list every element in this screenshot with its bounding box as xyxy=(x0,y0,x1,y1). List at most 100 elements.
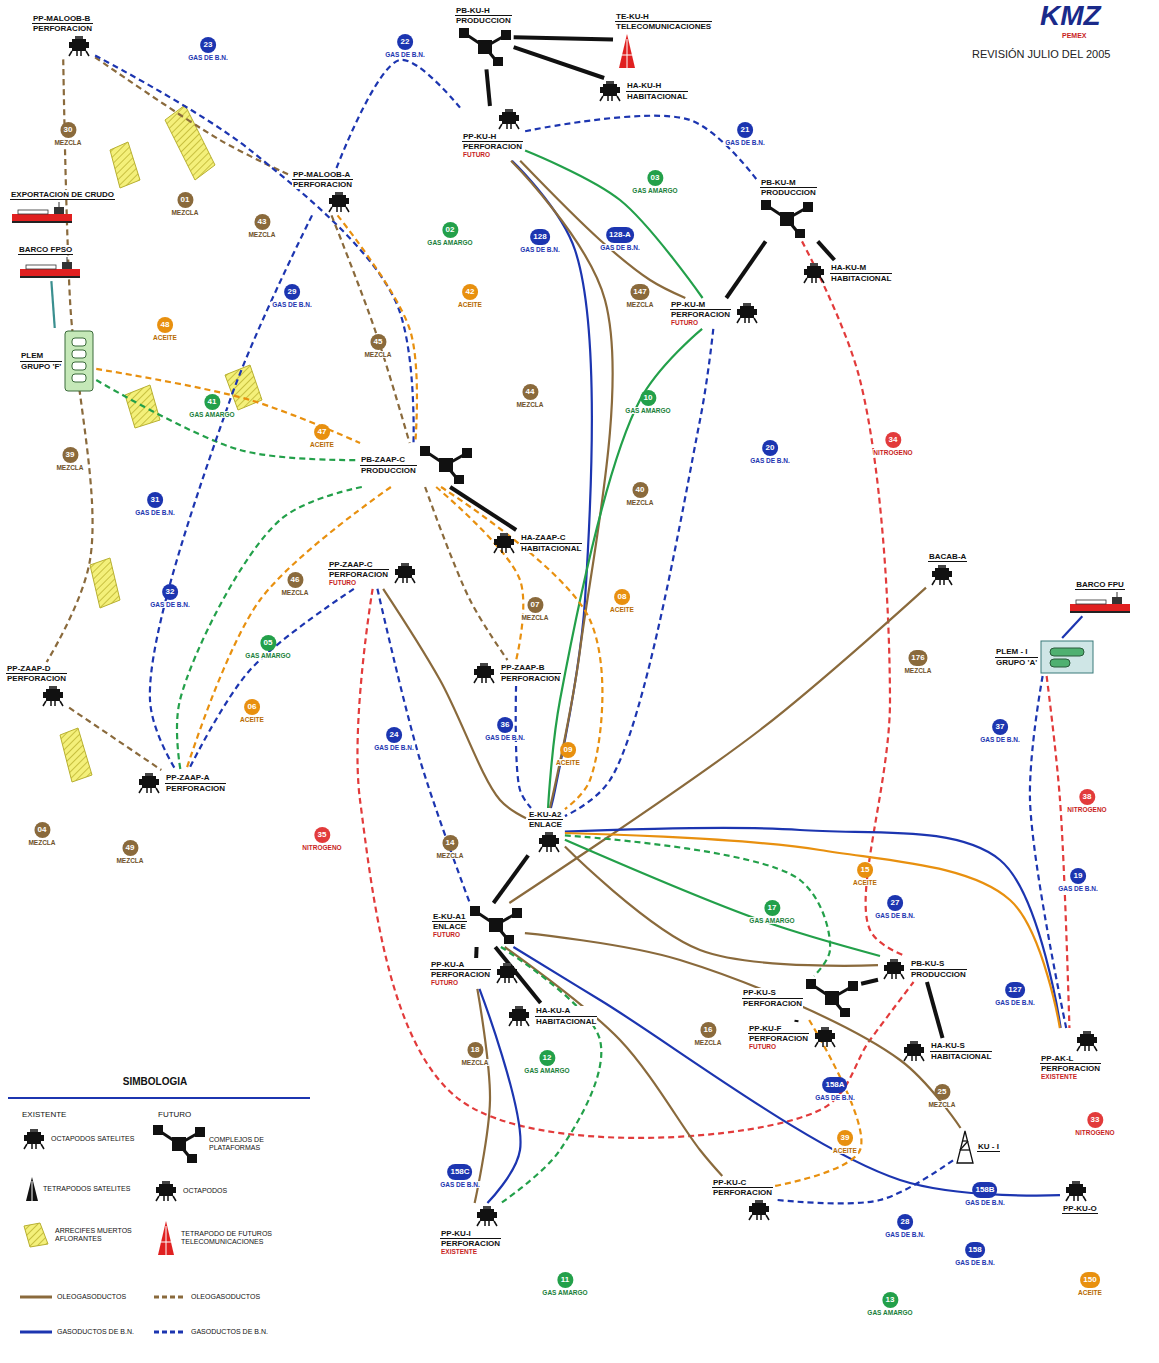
platform-icon xyxy=(493,962,521,984)
platform-icon xyxy=(596,80,624,102)
platform-name: FUTURO xyxy=(462,151,523,158)
legend-item: OCTAPODOS xyxy=(152,1180,227,1202)
pipeline xyxy=(861,980,878,984)
platform: BARCO FPSO xyxy=(18,245,82,279)
reef xyxy=(110,142,140,188)
pipeline xyxy=(565,828,1061,1028)
legend-sample xyxy=(20,1128,48,1150)
platform-name: GRUPO 'F' xyxy=(20,362,62,371)
pipeline xyxy=(1047,676,1070,1028)
platform-name: GRUPO 'A' xyxy=(995,658,1038,667)
legend-item: OCTAPODOS SATELITES xyxy=(20,1128,134,1150)
platform: E-KU-A2ENLACE xyxy=(528,810,563,853)
pipeline xyxy=(525,933,961,1128)
pipeline xyxy=(186,487,391,770)
pipeline-callout: 41GAS AMARGO xyxy=(188,394,235,418)
platform: PB-KU-SPRODUCCION xyxy=(880,958,967,980)
legend-item: ARRECIFES MUERTOS AFLORANTES xyxy=(18,1222,150,1248)
platform-name: HA-KU-A xyxy=(535,1006,597,1016)
pipeline-service: GAS AMARGO xyxy=(748,917,795,924)
pipeline xyxy=(383,589,526,818)
platform-name: PP-MALOOB-B xyxy=(32,14,93,24)
pipeline-service: ACEITE xyxy=(555,759,581,766)
platform-label: PP-KU-IPERFORACIONEXISTENTE xyxy=(440,1229,501,1256)
platform: PB-KU-HPRODUCCION xyxy=(455,6,512,67)
pipeline-callout: 15ACEITE xyxy=(852,862,878,886)
pipeline-callout: 43MEZCLA xyxy=(247,214,276,238)
pipeline-service: MEZCLA xyxy=(115,857,144,864)
pipeline-callout: 24GAS DE B.N. xyxy=(373,727,415,751)
pipeline-service: MEZCLA xyxy=(170,209,199,216)
platform: PB-KU-MPRODUCCION xyxy=(760,178,817,239)
pipeline-callout: 27GAS DE B.N. xyxy=(874,895,916,919)
callout-number: 158B xyxy=(972,1182,997,1198)
pipeline-callout: 38NITROGENO xyxy=(1066,789,1107,813)
pipeline-service: NITROGENO xyxy=(301,844,342,851)
legend-text: OLEOGASODUCTOS xyxy=(57,1293,126,1301)
pipeline xyxy=(514,37,613,39)
platform-name: BARCO FPSO xyxy=(18,245,73,255)
callout-number: 02 xyxy=(442,222,458,238)
platform-name: PERFORACION xyxy=(670,310,731,319)
platform-label: PP-ZAAP-APERFORACION xyxy=(165,773,226,792)
pipeline xyxy=(332,215,410,443)
callout-number: 35 xyxy=(314,827,330,843)
platform-icon xyxy=(1062,1180,1090,1202)
platform: HA-KU-SHABITACIONAL xyxy=(900,1040,992,1062)
pipeline-service: GAS AMARGO xyxy=(541,1289,588,1296)
callout-number: 06 xyxy=(244,699,260,715)
pipeline xyxy=(513,947,1060,1196)
platform-name: FUTURO xyxy=(432,931,467,938)
pipeline-service: ACEITE xyxy=(309,441,335,448)
platform-icon xyxy=(65,35,93,57)
pipeline-callout: 128-AGAS DE B.N. xyxy=(599,227,641,251)
platform-icon xyxy=(1068,592,1132,614)
pipeline xyxy=(1030,676,1066,1028)
platform: PP-KU-APERFORACIONFUTURO xyxy=(430,960,521,987)
pipeline-service: GAS DE B.N. xyxy=(134,509,176,516)
platform-icon xyxy=(900,1040,928,1062)
pipeline-callout: 31GAS DE B.N. xyxy=(134,492,176,516)
platform-name: PB-KU-M xyxy=(760,178,817,188)
platform: PP-AK-LPERFORACIONEXISTENTE xyxy=(1040,1030,1101,1081)
pipeline xyxy=(441,487,602,809)
pipeline xyxy=(726,241,765,298)
platform-icon xyxy=(135,772,163,794)
platform-name: PP-ZAAP-B xyxy=(500,663,561,673)
pipeline-callout: 128GAS DE B.N. xyxy=(519,229,561,253)
platform-name: PP-KU-C xyxy=(712,1178,773,1188)
platform-name: EXISTENTE xyxy=(1040,1073,1101,1080)
pipeline-callout: 127GAS DE B.N. xyxy=(994,982,1036,1006)
platform-name: PERFORACION xyxy=(165,784,226,793)
platform-name: BACAB-A xyxy=(928,552,967,562)
pipeline-service: NITROGENO xyxy=(872,449,913,456)
platform: PP-KU-O xyxy=(1062,1180,1098,1214)
legend-text: GASODUCTOS DE B.N. xyxy=(191,1328,268,1336)
pipeline-service: GAS DE B.N. xyxy=(384,51,426,58)
platform-icon xyxy=(800,262,828,284)
legend-text: TETRAPODOS SATELITES xyxy=(43,1185,130,1193)
pipeline-service: GAS DE B.N. xyxy=(979,736,1021,743)
platform-label: PP-ZAAP-DPERFORACION xyxy=(6,664,67,683)
pipeline-callout: 158GAS DE B.N. xyxy=(954,1242,996,1266)
callout-number: 42 xyxy=(462,284,478,300)
platform-name: KU - I xyxy=(977,1142,1000,1152)
callout-number: 08 xyxy=(614,589,630,605)
pipeline xyxy=(450,487,516,530)
legend-item: GASODUCTOS DE B.N. xyxy=(152,1325,268,1339)
platform-icon xyxy=(745,1199,773,1221)
pipeline-callout: 22GAS DE B.N. xyxy=(384,34,426,58)
platform-label: HA-KU-AHABITACIONAL xyxy=(535,1006,597,1025)
platform: PLEMGRUPO 'F' xyxy=(20,330,94,392)
pipeline xyxy=(548,329,702,808)
pipeline xyxy=(436,487,523,660)
reef xyxy=(90,558,120,608)
platform-name: PERFORACION xyxy=(748,1034,809,1043)
pipeline-callout: 12GAS AMARGO xyxy=(523,1050,570,1074)
callout-number: 147 xyxy=(630,284,649,300)
pipeline xyxy=(775,1160,953,1203)
callout-number: 09 xyxy=(560,742,576,758)
platform-icon xyxy=(811,1026,839,1048)
